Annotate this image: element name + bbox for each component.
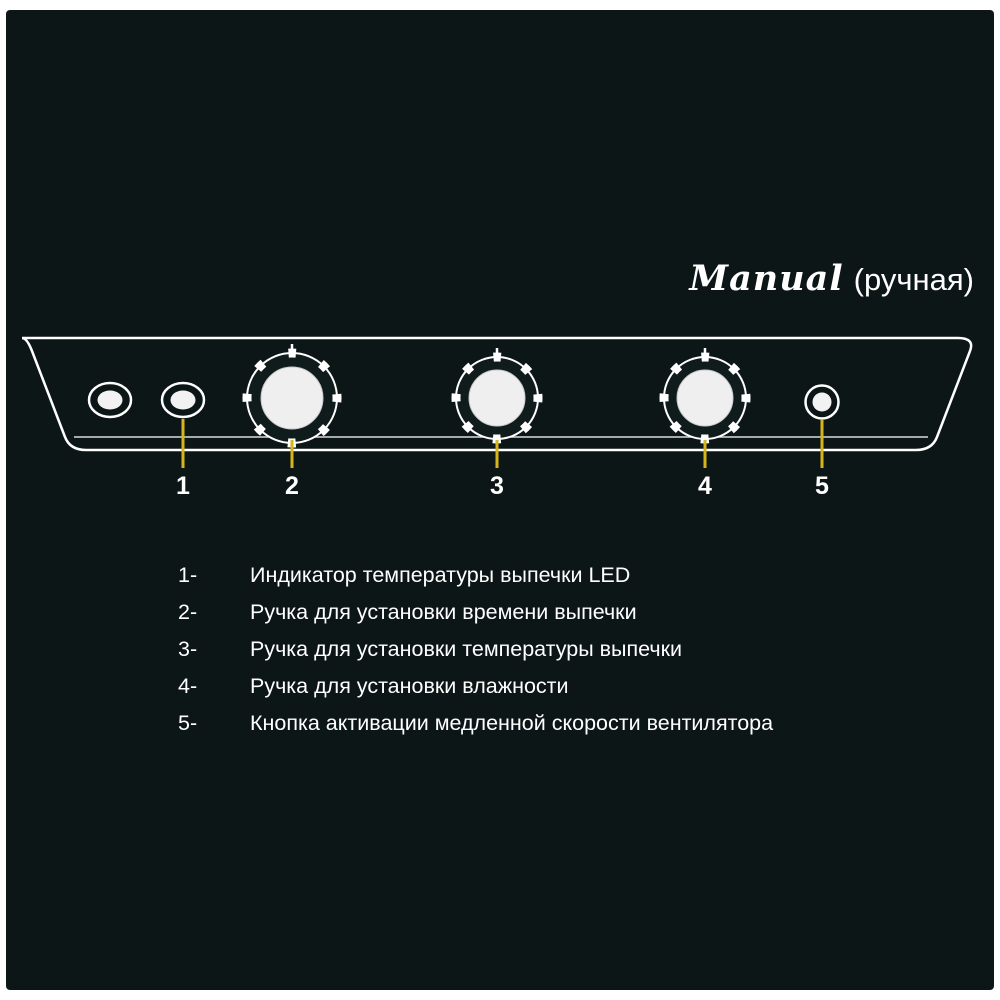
fan-slow-speed-button-icon [804, 384, 840, 420]
baking-temperature-knob-icon [451, 348, 543, 444]
power-indicator-light-icon [87, 381, 133, 419]
baking-time-knob-icon [242, 344, 342, 448]
legend-item-number: 2- [178, 600, 198, 624]
legend-item: 4- Ручка для установки влажности [0, 674, 1000, 711]
callout-number-4: 4 [698, 472, 712, 500]
temperature-led-indicator-icon [160, 381, 206, 419]
legend-item: 5- Кнопка активации медленной скорости в… [0, 711, 1000, 748]
legend-item-text: Ручка для установки влажности [250, 674, 569, 698]
callout-lines [181, 419, 824, 468]
callout-number-3: 3 [490, 472, 504, 500]
legend-item-text: Индикатор температуры выпечки LED [250, 563, 631, 587]
legend-item-number: 1- [178, 563, 198, 587]
panel-illustration [21, 336, 973, 468]
legend-item-number: 5- [178, 711, 198, 735]
panel-outline [21, 336, 973, 452]
title-manual-script: Manual [689, 258, 844, 299]
callout-number-2: 2 [285, 472, 299, 500]
callout-number-5: 5 [815, 472, 829, 500]
legend-item: 1- Индикатор температуры выпечки LED [0, 563, 1000, 600]
legend-item-text: Ручка для установки времени выпечки [250, 600, 637, 624]
title-mode-russian: (ручная) [853, 262, 974, 297]
legend-item-text: Ручка для установки температуры выпечки [250, 637, 683, 661]
legend: 1- Индикатор температуры выпечки LED 2- … [0, 563, 1000, 748]
legend-item: 2- Ручка для установки времени выпечки [0, 600, 1000, 637]
legend-item-number: 3- [178, 637, 198, 661]
diagram-title: Manual (ручная) [689, 258, 974, 299]
legend-item: 3- Ручка для установки температуры выпеч… [0, 637, 1000, 674]
diagram-background [6, 10, 994, 990]
callout-number-1: 1 [176, 472, 190, 500]
legend-item-text: Кнопка активации медленной скорости вент… [250, 711, 774, 735]
legend-item-number: 4- [178, 674, 198, 698]
humidity-knob-icon [659, 348, 751, 444]
